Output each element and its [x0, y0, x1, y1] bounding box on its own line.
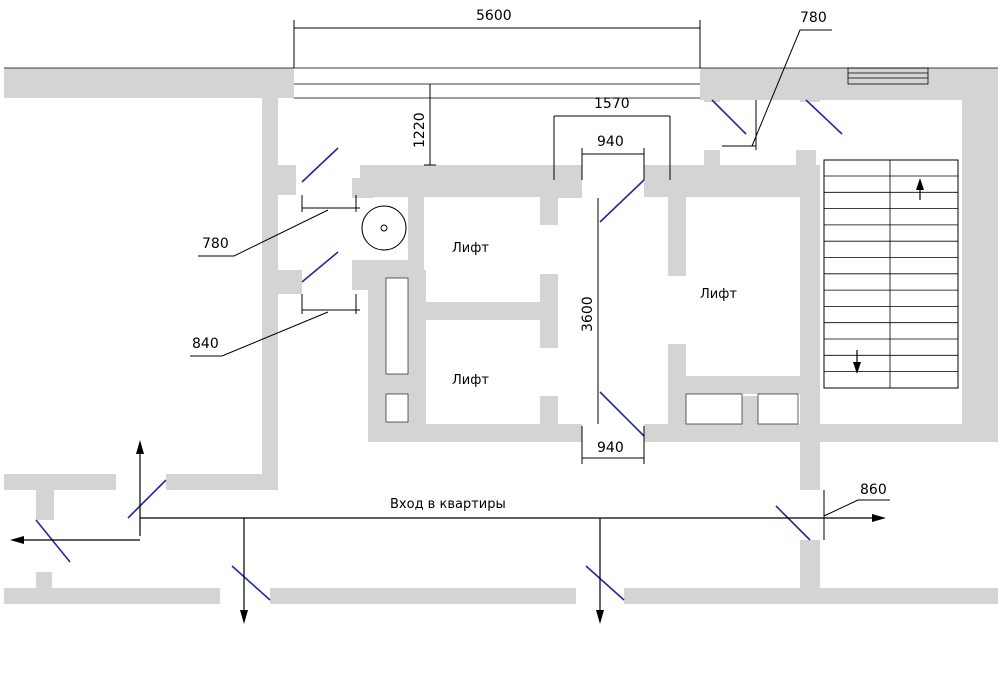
door-left-top [301, 147, 339, 183]
wall-vestibule-left-mid [278, 270, 302, 294]
dim-entrance-door: 860 [860, 482, 887, 498]
wall-right-lift-right [800, 165, 820, 425]
door-left-bottom [301, 251, 339, 283]
wall-vestibule-notch [352, 178, 374, 198]
wall-lift-divider [424, 302, 558, 320]
wall-entrance-jamb-bottom [800, 540, 820, 590]
dim-corridor-depth: 1220 [412, 112, 428, 148]
dim-top-width: 5600 [476, 8, 512, 24]
shaft-box-lower [385, 393, 409, 423]
door-apartment-bottom-2 [585, 565, 625, 601]
service-box-right [757, 393, 799, 425]
dim-opening-bottom: 940 [597, 440, 624, 456]
wall-top-left [4, 68, 294, 98]
door-stair-2 [805, 99, 843, 135]
door-opening-bottom [599, 391, 645, 437]
wall-vestibule-top [360, 165, 582, 197]
door-leaves [35, 99, 843, 601]
wall-lift-top-post [540, 195, 558, 225]
label-lift-2: Лифт [452, 373, 489, 388]
chute-icon [361, 205, 407, 251]
wall-right-lift-bottom [668, 376, 820, 394]
wall-stair-stub-2 [800, 88, 820, 102]
window-stair [847, 67, 929, 85]
door-entrance [775, 505, 811, 541]
wall-bottom-1-stub [36, 572, 52, 590]
wall-lift-top [408, 180, 424, 442]
wall-right-lower-bottom [644, 424, 998, 442]
dim-lift-hall-length: 3600 [580, 296, 596, 332]
circulation-arrows [10, 440, 886, 624]
wall-right-lower-post [742, 396, 758, 426]
door-opening-top [599, 179, 645, 223]
wall-vestibule-left-top [278, 165, 296, 195]
wall-entrance-jamb-top [800, 440, 820, 490]
wall-stair-right [962, 68, 998, 442]
wall-bottom-2 [270, 588, 576, 604]
wall-bottom-1 [4, 588, 220, 604]
dim-door-left-top: 780 [202, 236, 229, 252]
dimension-lines [190, 20, 890, 540]
dim-door-right-top: 780 [800, 10, 827, 26]
wall-right-lift-left-top [668, 180, 686, 276]
door-apartment-far-left [35, 519, 71, 563]
wall-lift-bottom-post [540, 396, 558, 426]
wall-stair-stub-1 [704, 88, 720, 102]
service-box-left [685, 393, 743, 425]
label-lift-1: Лифт [452, 241, 489, 256]
dim-door-left-bottom: 840 [192, 336, 219, 352]
wall-lift-bottom [368, 424, 582, 442]
dim-opening-top: 940 [597, 134, 624, 150]
wall-left-apartment-bottom [166, 474, 278, 490]
wall-vestibule-stub-right [704, 150, 720, 170]
door-apartment-left [127, 479, 167, 519]
wall-lift-right-top [558, 180, 582, 198]
wall-left-apartment-right [262, 68, 278, 488]
wall-t-stub [36, 474, 54, 520]
wall-left-apartment-bottom-left [4, 474, 116, 490]
label-lift-3: Лифт [700, 287, 737, 302]
wall-lift-divider-post [540, 274, 558, 348]
stairs [823, 159, 959, 389]
label-apartments-entry: Вход в квартиры [390, 497, 506, 512]
shaft-box-upper [385, 277, 409, 375]
door-apartment-bottom-1 [231, 565, 271, 601]
dim-lift-hall-width: 1570 [594, 96, 630, 112]
door-stair-1 [711, 99, 747, 135]
wall-bottom-3 [624, 588, 998, 604]
